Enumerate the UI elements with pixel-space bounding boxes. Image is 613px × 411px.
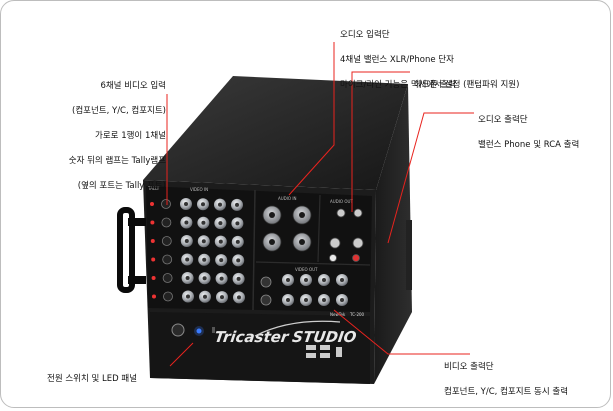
power-switch[interactable] xyxy=(171,323,185,337)
s-video-out[interactable] xyxy=(260,294,272,306)
phone-out-jack[interactable] xyxy=(352,237,364,249)
callout-power: 전원 스위치 및 LED 패널 xyxy=(47,373,138,384)
rca-out-red[interactable] xyxy=(352,254,360,262)
model-label: TC-200 xyxy=(349,312,365,317)
tally-lamp[interactable] xyxy=(150,220,155,225)
rca-out-white[interactable] xyxy=(329,254,337,262)
audio-input-connectors xyxy=(262,205,312,252)
audio-in-label: AUDIO IN xyxy=(278,196,297,201)
tally-lamp[interactable] xyxy=(151,257,156,262)
audio-out-label: AUDIO OUT xyxy=(330,199,353,204)
tally-port[interactable] xyxy=(161,199,171,209)
tally-port[interactable] xyxy=(162,273,173,283)
tally-port[interactable] xyxy=(161,236,172,246)
video-input-grid xyxy=(150,198,245,304)
s-video-out[interactable] xyxy=(260,276,272,288)
callout-audio-output: 오디오 출력단 밸런스 Phone 및 RCA 출력 xyxy=(478,114,580,150)
callout-video-output: 비디오 출력단 컴포넌트, Y/C, 컴포지트 동시 출력 xyxy=(444,361,569,397)
power-led xyxy=(196,328,202,334)
audio-output-connectors xyxy=(329,208,364,262)
phone-out-jack[interactable] xyxy=(353,208,363,218)
video-output-connectors xyxy=(260,274,348,306)
phone-out-jack[interactable] xyxy=(329,237,341,249)
tally-lamp[interactable] xyxy=(150,239,155,243)
tally-port[interactable] xyxy=(163,291,173,302)
tally-lamp[interactable] xyxy=(150,202,154,206)
callout-video-input: 6채널 비디오 입력 (컴포넌트, Y/C, 컴포지트) 가로로 1행이 1채널… xyxy=(68,80,166,191)
video-out-label: VIDEO OUT xyxy=(295,267,318,272)
callout-headphone: 헤드폰 출력 xyxy=(414,79,456,90)
tally-label: TALLY xyxy=(147,186,160,191)
tally-port[interactable] xyxy=(161,217,172,228)
front-panel xyxy=(146,186,372,312)
tally-lamp[interactable] xyxy=(152,294,156,299)
video-in-label: VIDEO IN xyxy=(190,187,208,192)
left-handle xyxy=(117,207,135,293)
callout-lines xyxy=(166,42,474,367)
usb-ports xyxy=(306,345,342,358)
chassis-top xyxy=(143,76,408,190)
maker-label: NewTek xyxy=(330,312,346,317)
headphone-jack[interactable] xyxy=(336,208,346,218)
brand-logo: TricasterSTUDIO xyxy=(213,328,357,346)
chassis-side xyxy=(374,84,412,384)
tally-port[interactable] xyxy=(162,254,173,265)
tally-lamp[interactable] xyxy=(151,276,156,280)
callout-audio-input: 오디오 입력단 4채널 밸런스 XLR/Phone 단자 마이크/라인 기능은 … xyxy=(340,29,520,90)
